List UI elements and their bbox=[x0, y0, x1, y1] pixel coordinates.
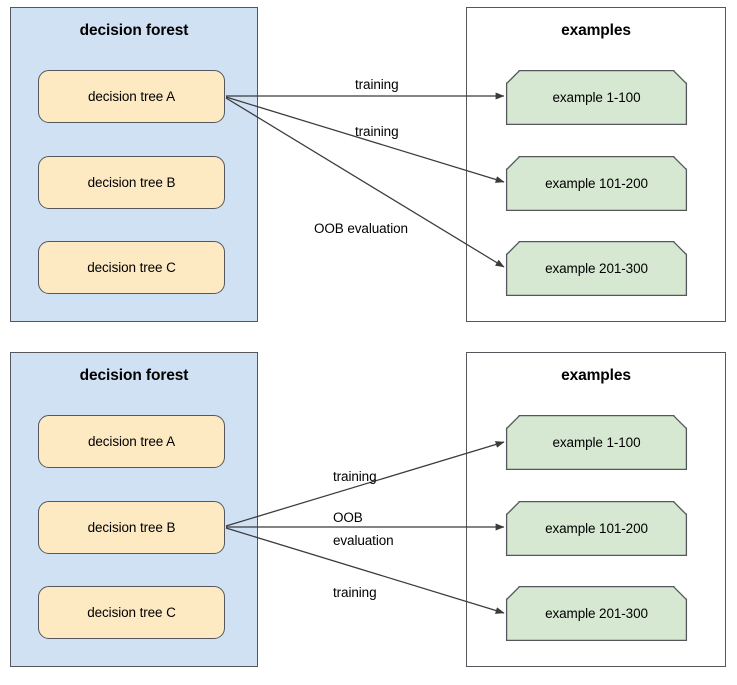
edge-label-training-2a: training bbox=[333, 469, 377, 484]
examples-title-1: examples bbox=[561, 22, 631, 39]
edge-label-training-1b: training bbox=[355, 124, 399, 139]
edge-tree-a-to-example-201-300 bbox=[225, 97, 505, 268]
decision-tree-b-node-1[interactable]: decision tree B bbox=[38, 156, 225, 209]
edge-label-oob-2-line1: OOB bbox=[333, 510, 363, 525]
edge-tree-b-to-example-1-100 bbox=[225, 441, 505, 527]
connector-layer-2 bbox=[225, 414, 688, 642]
example-101-200-node-2[interactable]: example 101-200 bbox=[506, 501, 687, 556]
example-1-100-outline-1 bbox=[505, 69, 688, 126]
edge-label-training-2b: training bbox=[333, 585, 377, 600]
edge-label-oob-2-line2: evaluation bbox=[333, 533, 394, 548]
decision-tree-b-node-2[interactable]: decision tree B bbox=[38, 501, 225, 554]
connector-layer-1 bbox=[225, 69, 688, 297]
decision-tree-c-node-2[interactable]: decision tree C bbox=[38, 586, 225, 639]
example-201-300-node-1[interactable]: example 201-300 bbox=[506, 241, 687, 296]
decision-tree-a-node-1[interactable]: decision tree A bbox=[38, 70, 225, 123]
example-201-300-outline-2 bbox=[505, 585, 688, 642]
decision-forest-title-1: decision forest bbox=[79, 22, 189, 39]
example-1-100-node-1[interactable]: example 1-100 bbox=[506, 70, 687, 125]
examples-title-2: examples bbox=[561, 367, 631, 384]
example-201-300-node-2[interactable]: example 201-300 bbox=[506, 586, 687, 641]
example-1-100-outline-2 bbox=[505, 414, 688, 471]
example-101-200-outline-1 bbox=[505, 155, 688, 212]
edge-tree-b-to-example-201-300 bbox=[225, 527, 505, 614]
diagram-decision-tree-b: decision forest examples decision tree A… bbox=[0, 345, 737, 685]
edge-tree-a-to-example-101-200 bbox=[225, 96, 505, 183]
example-101-200-node-1[interactable]: example 101-200 bbox=[506, 156, 687, 211]
example-101-200-outline-2 bbox=[505, 500, 688, 557]
decision-forest-title-2: decision forest bbox=[79, 367, 189, 384]
diagram-decision-tree-a: decision forest examples decision tree A… bbox=[0, 0, 737, 340]
decision-tree-c-node-1[interactable]: decision tree C bbox=[38, 241, 225, 294]
decision-tree-a-node-2[interactable]: decision tree A bbox=[38, 415, 225, 468]
example-201-300-outline-1 bbox=[505, 240, 688, 297]
edge-label-oob-evaluation-1: OOB evaluation bbox=[314, 221, 408, 236]
edge-label-training-1a: training bbox=[355, 77, 399, 92]
